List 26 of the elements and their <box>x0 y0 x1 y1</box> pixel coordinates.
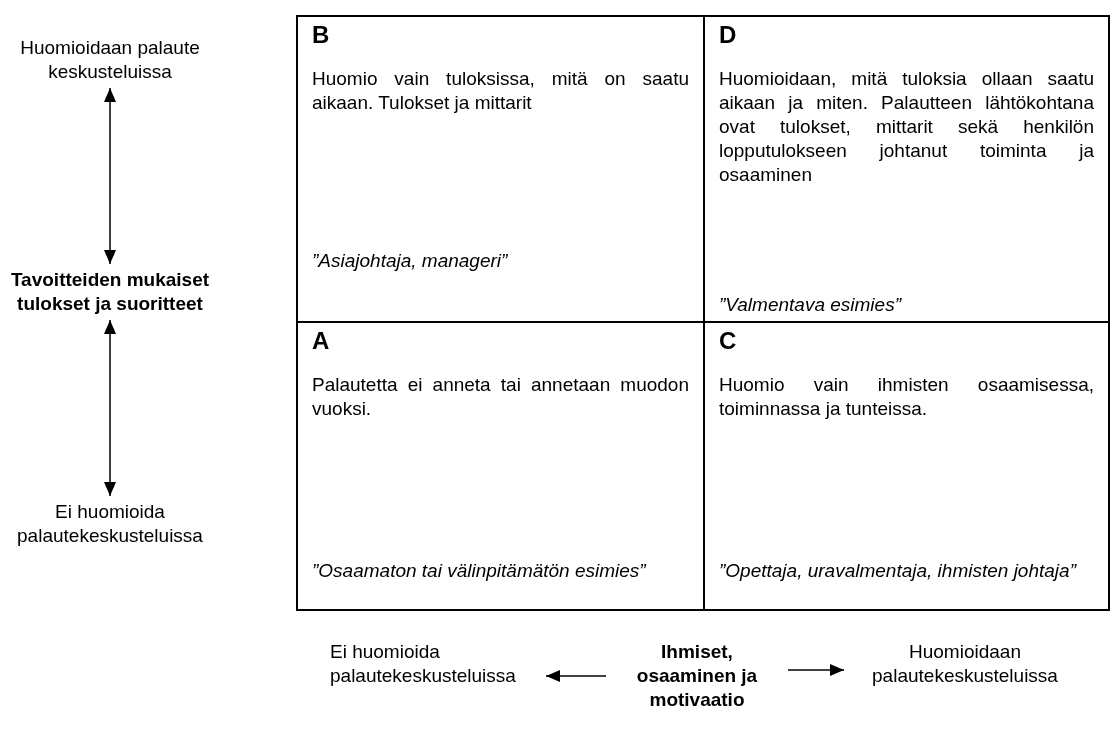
double-arrow <box>104 87 116 265</box>
role-quote: ”Asiajohtaja, manageri” <box>312 249 509 273</box>
quadrant-letter: C <box>719 327 737 355</box>
matrix-cell <box>703 15 1110 323</box>
quadrant-letter: A <box>312 327 330 355</box>
quadrant-letter: D <box>719 21 737 49</box>
role-quote: ”Osaamaton tai välinpitämätön esimies” <box>312 559 648 583</box>
arrow <box>545 670 607 682</box>
axis-title: Ihmiset, osaaminen ja motivaatio <box>612 640 782 712</box>
quadrant-letter: B <box>312 21 330 49</box>
matrix-cell <box>296 321 705 611</box>
axis-label: Ei huomioida palautekeskusteluissa <box>330 640 540 688</box>
role-quote: ”Opettaja, uravalmentaja, ihmisten johtaja” <box>719 559 1078 583</box>
matrix-cell <box>703 321 1110 611</box>
axis-label: Huomioidaan palaute keskusteluissa <box>10 36 210 84</box>
quadrant-description: Huomioidaan, mitä tuloksia ollaan saatu aikaan ja miten. Palautteen lähtökohtana ovat tulokset, mittarit sekä henkilön lopputulokseen johtanut toiminta ja osaaminen <box>719 67 1094 187</box>
role-quote: ”Valmentava esimies” <box>719 293 903 317</box>
matrix-cell <box>296 15 705 323</box>
axis-title: Tavoitteiden mukaiset tulokset ja suoritteet <box>0 268 220 316</box>
arrow <box>787 664 845 676</box>
quadrant-description: Huomio vain tuloksissa, mitä on saatu aikaan. Tulokset ja mittarit <box>312 67 689 115</box>
axis-label: Huomioidaan palautekeskusteluissa <box>850 640 1080 688</box>
axis-label: Ei huomioida palautekeskusteluissa <box>10 500 210 548</box>
quadrant-description: Palautetta ei anneta tai annetaan muodon vuoksi. <box>312 373 689 421</box>
quadrant-description: Huomio vain ihmisten osaamisessa, toiminnassa ja tunteissa. <box>719 373 1094 421</box>
double-arrow <box>104 319 116 497</box>
